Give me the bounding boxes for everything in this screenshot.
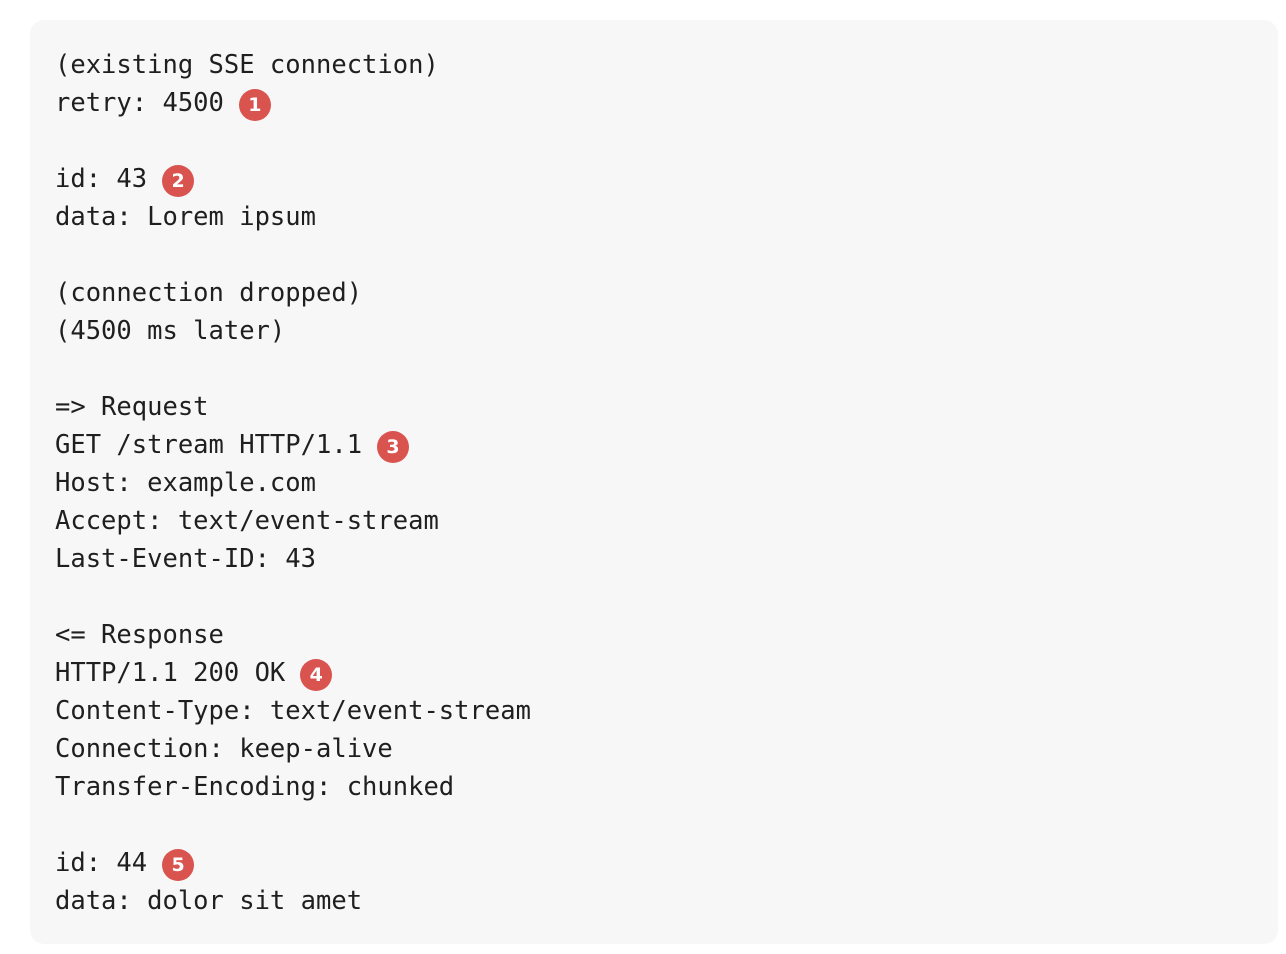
- code-line: id: 43 2: [55, 160, 1278, 198]
- code-text: id: 44: [55, 848, 148, 878]
- code-line: retry: 4500 1: [55, 84, 1278, 122]
- code-line: Host: example.com: [55, 464, 1278, 502]
- code-text: retry: 4500: [55, 88, 224, 118]
- code-text: HTTP/1.1 200 OK: [55, 658, 286, 688]
- code-text: <= Response: [55, 620, 224, 650]
- code-line: data: Lorem ipsum: [55, 198, 1278, 236]
- code-line: => Request: [55, 388, 1278, 426]
- code-line-blank: [55, 122, 1278, 160]
- code-line: (existing SSE connection): [55, 46, 1278, 84]
- code-text: data: Lorem ipsum: [55, 202, 316, 232]
- code-text: Last-Event-ID: 43: [55, 544, 316, 574]
- code-line: (connection dropped): [55, 274, 1278, 312]
- code-text: id: 43: [55, 164, 148, 194]
- code-line-blank: [55, 236, 1278, 274]
- code-line: GET /stream HTTP/1.1 3: [55, 426, 1278, 464]
- code-line: <= Response: [55, 616, 1278, 654]
- code-text: (connection dropped): [55, 278, 363, 308]
- code-line: (4500 ms later): [55, 312, 1278, 350]
- code-line-blank: [55, 578, 1278, 616]
- callout-badge: 2: [162, 165, 195, 197]
- callout-badge: 1: [238, 89, 271, 121]
- code-line: Transfer-Encoding: chunked: [55, 768, 1278, 806]
- code-block: (existing SSE connection) retry: 4500 1 i…: [30, 20, 1278, 944]
- callout-badge: 4: [300, 659, 333, 691]
- code-line: id: 44 5: [55, 844, 1278, 882]
- code-line-blank: [55, 806, 1278, 844]
- code-line: Last-Event-ID: 43: [55, 540, 1278, 578]
- code-text: Accept: text/event-stream: [55, 506, 439, 536]
- code-line: Accept: text/event-stream: [55, 502, 1278, 540]
- callout-badge: 5: [162, 849, 195, 881]
- code-text: (existing SSE connection): [55, 50, 439, 80]
- code-text: data: dolor sit amet: [55, 886, 363, 916]
- callout-badge: 3: [377, 431, 410, 463]
- code-line-blank: [55, 350, 1278, 388]
- code-line: HTTP/1.1 200 OK 4: [55, 654, 1278, 692]
- code-text: => Request: [55, 392, 209, 422]
- code-text: Connection: keep-alive: [55, 734, 393, 764]
- code-text: Host: example.com: [55, 468, 316, 498]
- code-line: Connection: keep-alive: [55, 730, 1278, 768]
- code-line: Content-Type: text/event-stream: [55, 692, 1278, 730]
- code-line: data: dolor sit amet: [55, 882, 1278, 920]
- code-text: Content-Type: text/event-stream: [55, 696, 531, 726]
- code-text: (4500 ms later): [55, 316, 286, 346]
- code-text: Transfer-Encoding: chunked: [55, 772, 455, 802]
- code-text: GET /stream HTTP/1.1: [55, 430, 363, 460]
